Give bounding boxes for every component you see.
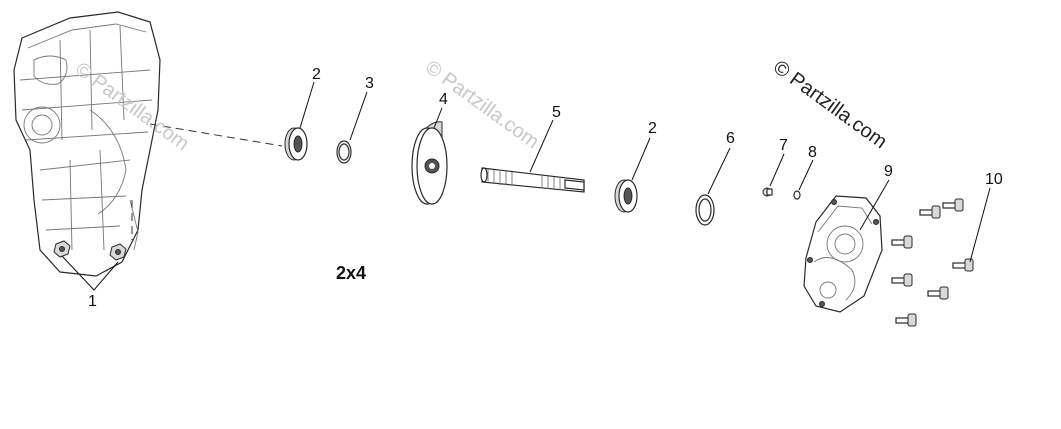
bolt	[891, 273, 913, 287]
assembly-centerline	[149, 123, 283, 147]
callout-6: 6	[726, 130, 735, 147]
bolt	[942, 198, 964, 212]
callout-9: 9	[884, 163, 893, 180]
part-6-o-ring	[695, 194, 715, 226]
diagram-caption: 2x4	[336, 263, 366, 283]
callout-2-right: 2	[648, 120, 657, 137]
leader-lines	[61, 81, 991, 291]
callout-7: 7	[779, 137, 788, 154]
part-8-small-o-ring	[793, 190, 801, 200]
bolt	[891, 235, 913, 249]
callout-3: 3	[365, 75, 374, 92]
part-1-nut-left	[53, 240, 71, 258]
bolt	[952, 258, 974, 272]
part-10-bolts	[891, 198, 974, 327]
part-1-nut-right	[109, 243, 127, 261]
callout-4: 4	[439, 91, 448, 108]
callout-10: 10	[985, 171, 1003, 188]
part-5-shaft	[480, 167, 585, 193]
bolt	[927, 286, 949, 300]
callout-1: 1	[88, 293, 97, 310]
callout-5: 5	[552, 104, 561, 121]
part-9-cover	[803, 195, 883, 313]
callout-2-left: 2	[312, 66, 321, 83]
part-3-o-ring	[336, 140, 352, 164]
part-4-gear	[411, 121, 448, 205]
gearcase-housing	[13, 11, 161, 277]
part-2-seal-right	[614, 179, 638, 213]
bolt	[895, 313, 917, 327]
part-7-plug	[762, 187, 773, 197]
bolt	[919, 205, 941, 219]
callout-8: 8	[808, 144, 817, 161]
part-2-seal-left	[284, 127, 308, 161]
